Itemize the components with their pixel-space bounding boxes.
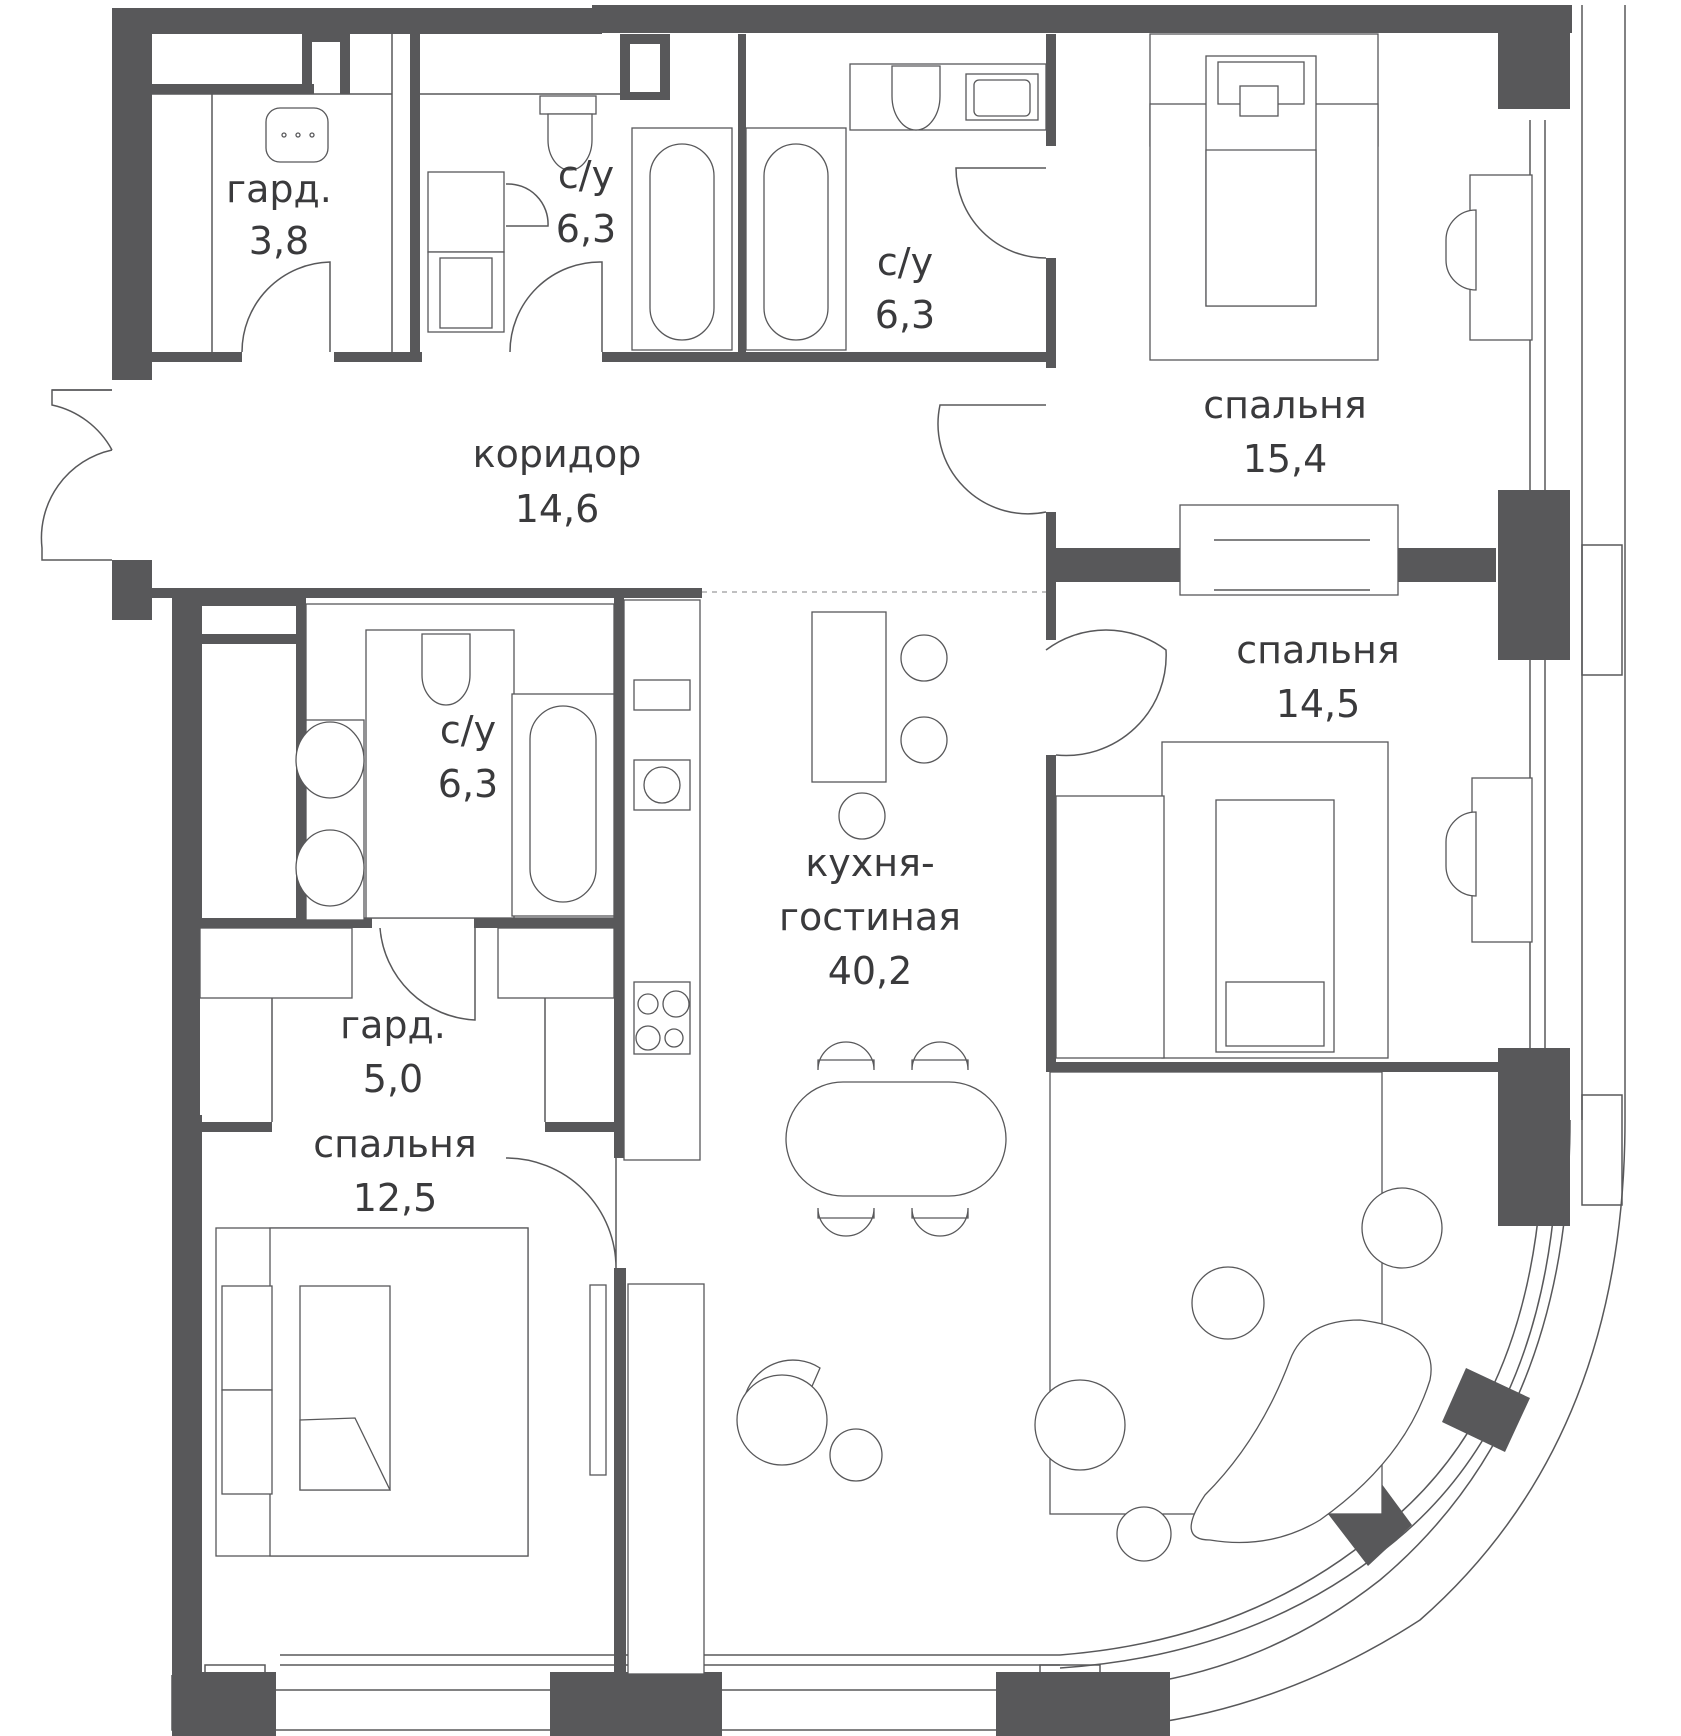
room-area: 6,3	[556, 207, 616, 251]
room-name: с/у	[877, 240, 933, 284]
doors	[40, 167, 1167, 1269]
furniture-bottom	[215, 1071, 1443, 1675]
room-area: 6,3	[438, 762, 498, 806]
room-area: 14,6	[515, 487, 600, 531]
room-name-2: гостиная	[779, 895, 961, 939]
room-labels: гард. 3,8 с/у 6,3 с/у 6,3 спальня 15,4 к…	[226, 153, 1400, 1220]
room-area: 14,5	[1276, 682, 1361, 726]
room-name: гард.	[340, 1003, 446, 1047]
room-area: 40,2	[828, 949, 913, 993]
room-area: 3,8	[249, 219, 309, 263]
room-name: спальня	[313, 1122, 476, 1166]
room-name: с/у	[440, 708, 496, 752]
room-name: спальня	[1236, 628, 1399, 672]
room-name: коридор	[473, 432, 642, 476]
room-area: 15,4	[1243, 437, 1328, 481]
room-area: 5,0	[363, 1057, 423, 1101]
room-area: 6,3	[875, 293, 935, 337]
room-name: гард.	[226, 167, 332, 211]
room-name: кухня-	[805, 841, 934, 885]
room-name: с/у	[558, 153, 614, 197]
room-name: спальня	[1203, 383, 1366, 427]
room-area: 12,5	[353, 1176, 438, 1220]
furniture-top	[152, 33, 1533, 596]
